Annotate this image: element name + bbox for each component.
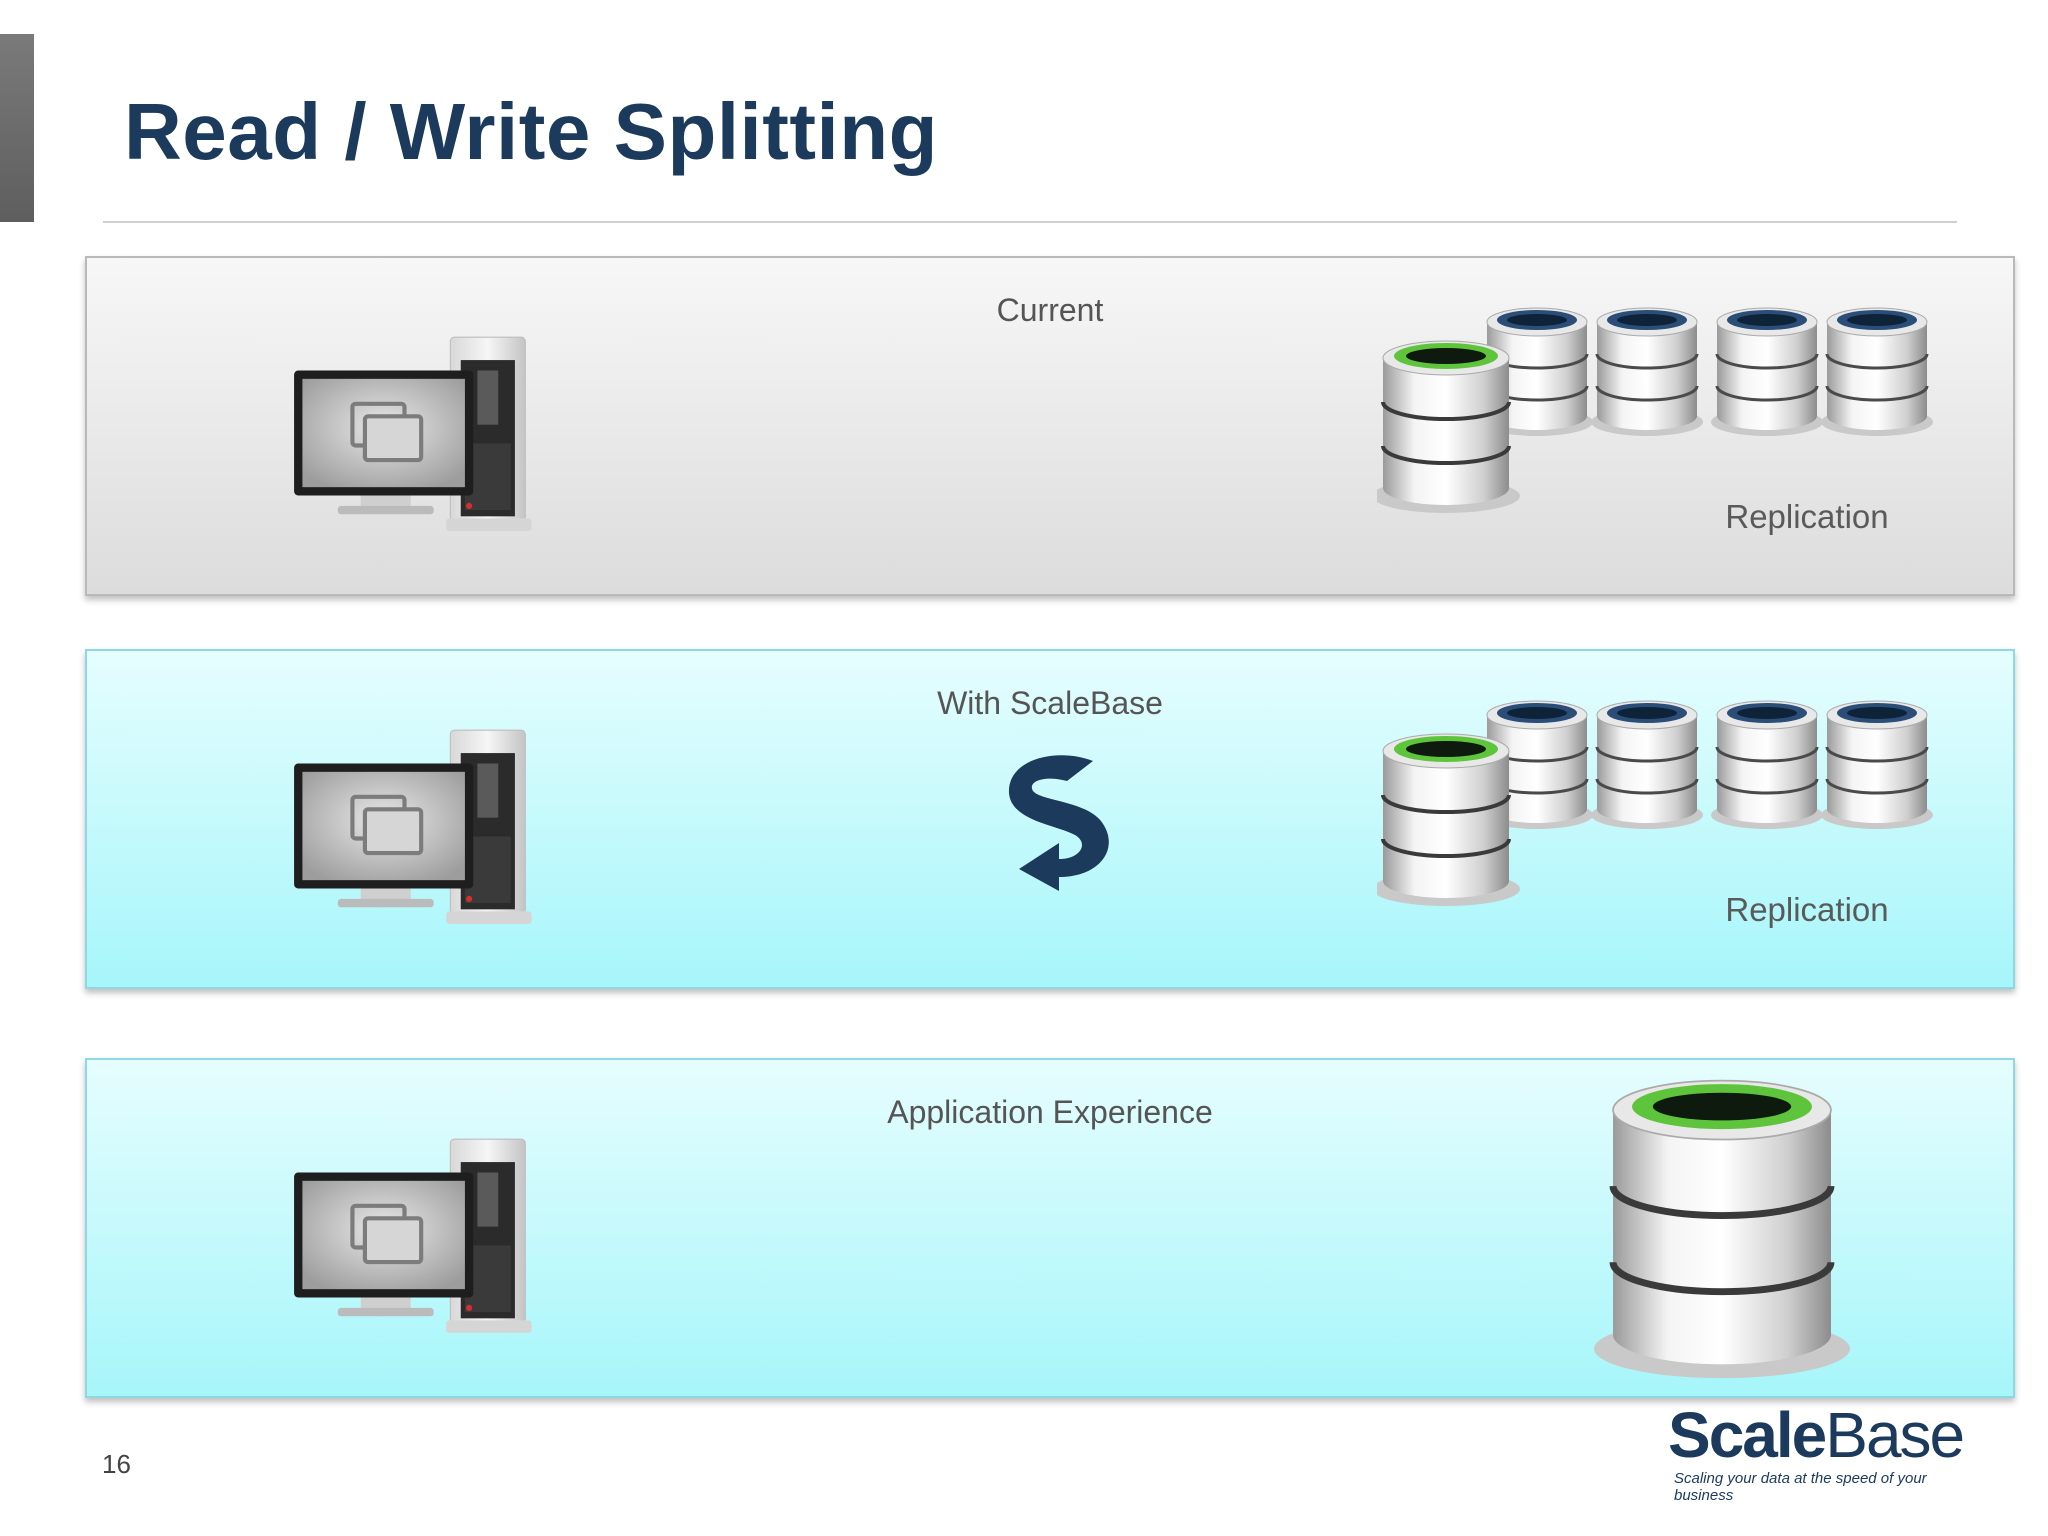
panel-current: Current Replication	[85, 256, 2015, 596]
page-number: 16	[102, 1449, 131, 1479]
panel-current-label: Current	[996, 292, 1104, 328]
scalebase-logo: ScaleBase Scaling your data at the speed…	[1668, 1400, 1988, 1504]
slide-accent-bar	[0, 34, 34, 222]
panel-app-label: Application Experience	[887, 1094, 1213, 1130]
panel-scalebase-label: With ScaleBase	[937, 685, 1163, 721]
panel-application-experience: Application Experience	[85, 1058, 2015, 1398]
panel-with-scalebase: With ScaleBase Replication	[85, 649, 2015, 989]
scalebase-s-arrow-icon	[1008, 755, 1109, 891]
database-icon	[1577, 1072, 1867, 1392]
logo-tagline: Scaling your data at the speed of your b…	[1674, 1470, 1927, 1504]
logo-wordmark: ScaleBase	[1668, 1400, 1988, 1470]
logo-name-light: Base	[1825, 1399, 1965, 1471]
slide-title: Read / Write Splitting	[124, 87, 939, 176]
desktop-computer-icon	[292, 721, 542, 931]
desktop-computer-icon	[292, 1130, 542, 1340]
title-divider	[103, 221, 1957, 223]
logo-name-bold: Scale	[1668, 1399, 1827, 1471]
replication-label: Replication	[1725, 498, 1889, 535]
replication-label: Replication	[1725, 891, 1889, 928]
desktop-computer-icon	[292, 328, 542, 538]
